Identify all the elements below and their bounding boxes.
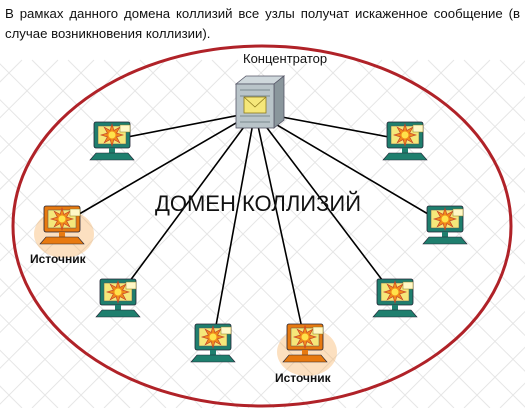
pc-top-right[interactable]	[382, 121, 428, 161]
pc-bottom-center[interactable]	[277, 323, 337, 376]
pc-top-left[interactable]	[89, 121, 135, 161]
link-pc-left	[61, 111, 256, 225]
hub	[234, 75, 286, 129]
link-pc-mid-right	[254, 111, 396, 298]
link-pc-top-left	[111, 111, 256, 141]
pc-bottom-center-label: Источник	[275, 371, 332, 385]
hub-icon	[234, 75, 286, 129]
intro-text: В рамках данного домена коллизий все узл…	[5, 6, 520, 41]
pc-left-label: Источник	[30, 252, 87, 266]
collision-burst-icon	[200, 324, 232, 350]
pc-right[interactable]	[422, 205, 468, 245]
link-pc-right	[254, 111, 446, 225]
collision-domain-ellipse	[11, 44, 513, 408]
pc-mid-left[interactable]	[95, 278, 141, 318]
pc-mid-right[interactable]	[372, 278, 418, 318]
pc-left[interactable]	[34, 205, 94, 258]
collision-burst-icon	[382, 279, 414, 305]
collision-burst-icon	[432, 206, 464, 232]
link-pc-mid-left	[117, 111, 256, 298]
link-pc-bottom-center	[254, 111, 306, 343]
pc-bottom-left[interactable]	[190, 323, 236, 363]
collision-domain-label: ДОМЕН КОЛЛИЗИЙ	[155, 191, 361, 216]
collision-burst-icon	[392, 122, 424, 148]
collision-burst-icon	[99, 122, 131, 148]
collision-burst-icon	[105, 279, 137, 305]
links	[61, 111, 446, 343]
collision-burst-icon	[49, 206, 81, 232]
collision-burst-icon	[292, 324, 324, 350]
hub-label: Концентратор	[243, 51, 327, 66]
link-pc-bottom-left	[212, 111, 256, 343]
